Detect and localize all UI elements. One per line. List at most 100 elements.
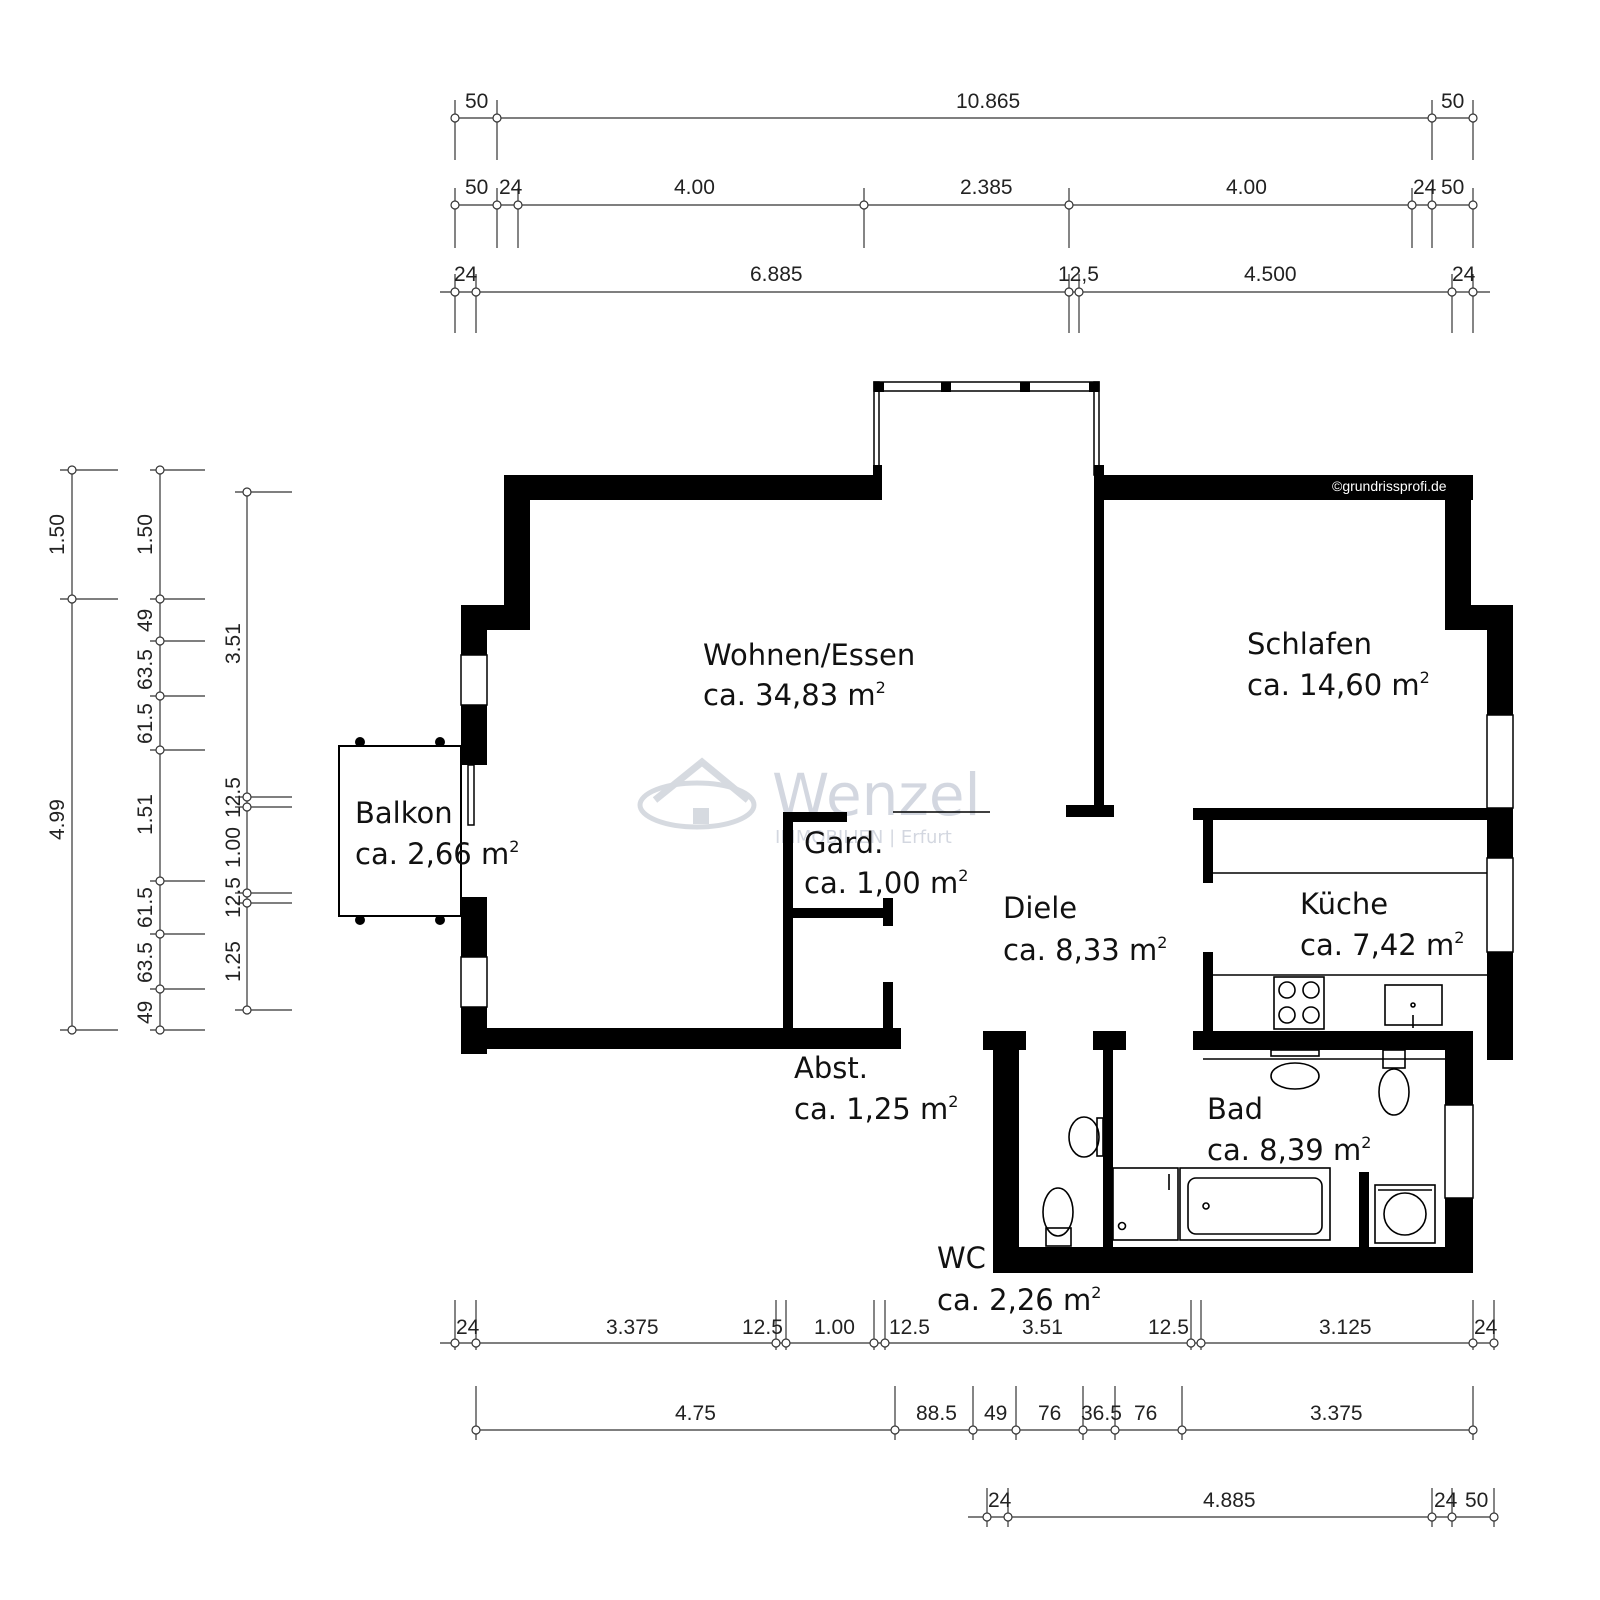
dim-label: 12.5 [742,1316,783,1339]
wc-fittings [1042,1116,1104,1247]
room-name: Küche [1300,887,1388,921]
dim-label: 4.99 [46,799,69,840]
room-area-sup: 2 [948,1092,958,1111]
stove-icon [1273,976,1325,1030]
dim-label: 2.385 [960,176,1013,199]
room-name: Gard. [804,826,883,860]
room-area-sup: 2 [1420,668,1430,687]
room-area-value: ca. 14,60 m [1247,668,1420,702]
watermark-subtitle: IMMOBILIEN | Erfurt [775,827,952,848]
dim-label: 24 [499,176,523,199]
dim-label: 3.375 [606,1316,659,1339]
room-area: ca. 2,26 m2 [937,1283,1101,1317]
dim-label: 24 [1474,1316,1498,1339]
dim-label: 4.00 [674,176,715,199]
dim-label: 36.5 [1081,1402,1122,1425]
dim-label: 6.885 [750,263,803,286]
balcony [338,737,462,925]
sink-icon [1384,984,1443,1028]
room-name: WC [937,1241,986,1275]
dim-label: 49 [984,1402,1007,1425]
room-area: ca. 8,33 m2 [1003,933,1167,967]
dim-label: 24 [1452,263,1476,286]
toilet-icon [1378,1049,1410,1116]
room-label-balkon: Balkon ca. 2,66 m2 [355,796,519,871]
room-name: Wohnen/Essen [703,638,915,672]
dim-label: 1.50 [134,514,157,555]
room-label-diele: Diele ca. 8,33 m2 [1003,891,1167,967]
dim-label: 1.00 [814,1316,855,1339]
room-area-value: ca. 1,25 m [794,1092,948,1126]
dim-label: 24 [454,263,478,286]
dim-label: 76 [1038,1402,1061,1425]
dim-label: 4.75 [675,1402,716,1425]
room-area: ca. 1,00 m2 [804,866,968,900]
dim-label: 63.5 [134,649,157,690]
dim-label: 50 [465,90,488,113]
bathtub-icon [1179,1167,1331,1241]
room-area-sup: 2 [1091,1283,1101,1302]
dim-label: 76 [1134,1402,1157,1425]
dim-label: 50 [1441,90,1464,113]
dimension-chain-bottom: 24 3.375 12.5 1.00 12.5 3.51 12.5 3.125 … [440,1300,1499,1527]
room-area-sup: 2 [1454,928,1464,947]
room-area: ca. 14,60 m2 [1247,668,1430,702]
dim-label: 4.500 [1244,263,1297,286]
room-label-kueche: Küche ca. 7,42 m2 [1300,887,1464,962]
kitchen-fittings [1213,872,1487,1030]
dim-label: 3.375 [1310,1402,1363,1425]
dim-label: 49 [134,609,157,632]
dim-label: 63.5 [134,942,157,983]
copyright-text: ©grundrissprofi.de [1332,478,1447,494]
room-area-sup: 2 [1361,1133,1371,1152]
doors [467,764,990,826]
room-area: ca. 1,25 m2 [794,1092,958,1126]
room-area-sup: 2 [1157,933,1167,952]
room-name: Bad [1207,1092,1263,1126]
dim-label: 88.5 [916,1402,957,1425]
dim-label: 12,5 [1058,263,1099,286]
room-label-schlafen: Schlafen ca. 14,60 m2 [1247,627,1430,702]
room-area-value: ca. 7,42 m [1300,928,1454,962]
dim-label: 61.5 [134,887,157,928]
dim-label: 24 [1413,176,1437,199]
room-area-value: ca. 1,00 m [804,866,958,900]
room-area-value: ca. 2,66 m [355,837,509,871]
room-label-abst: Abst. ca. 1,25 m2 [794,1051,958,1126]
room-area-value: ca. 34,83 m [703,678,876,712]
room-label-wohnen: Wohnen/Essen ca. 34,83 m2 [703,638,915,712]
dim-label: 3.51 [1022,1316,1063,1339]
shower-icon [1112,1167,1179,1241]
windows [460,654,1514,1199]
room-label-wc: WC ca. 2,26 m2 [937,1241,1101,1317]
room-area: ca. 7,42 m2 [1300,928,1464,962]
room-label-gard: Gard. ca. 1,00 m2 [804,826,968,900]
room-name: Schlafen [1247,627,1372,661]
dim-label: 49 [134,1001,157,1024]
room-area-value: ca. 2,26 m [937,1283,1091,1317]
room-name: Abst. [794,1051,868,1085]
dim-label: 12.5 [1148,1316,1189,1339]
room-area-sup: 2 [958,866,968,885]
dimension-chain-left: 1.50 4.99 1.50 49 63.5 61.5 1.51 61.5 63… [46,465,292,1035]
room-area-value: ca. 8,39 m [1207,1133,1361,1167]
dim-label: 1.25 [222,941,245,982]
dim-label: 12.5 [889,1316,930,1339]
room-area-sup: 2 [876,678,886,697]
dim-label: 50 [465,176,488,199]
toilet-icon [1042,1187,1074,1247]
washbasin-icon [1270,1062,1320,1090]
dim-label: 4.885 [1203,1489,1256,1512]
dim-label: 3.125 [1319,1316,1372,1339]
wc-basin-icon [1068,1116,1104,1158]
room-name: Diele [1003,891,1077,925]
dim-label: 12.5 [222,877,245,918]
room-label-bad: Bad ca. 8,39 m2 [1207,1092,1371,1167]
dim-label: 24 [988,1489,1012,1512]
washing-machine-icon [1374,1184,1436,1244]
dim-label: 1.51 [134,794,157,835]
dim-label: 1.00 [222,827,245,868]
room-area: ca. 2,66 m2 [355,837,519,871]
room-name: Balkon [355,796,453,830]
